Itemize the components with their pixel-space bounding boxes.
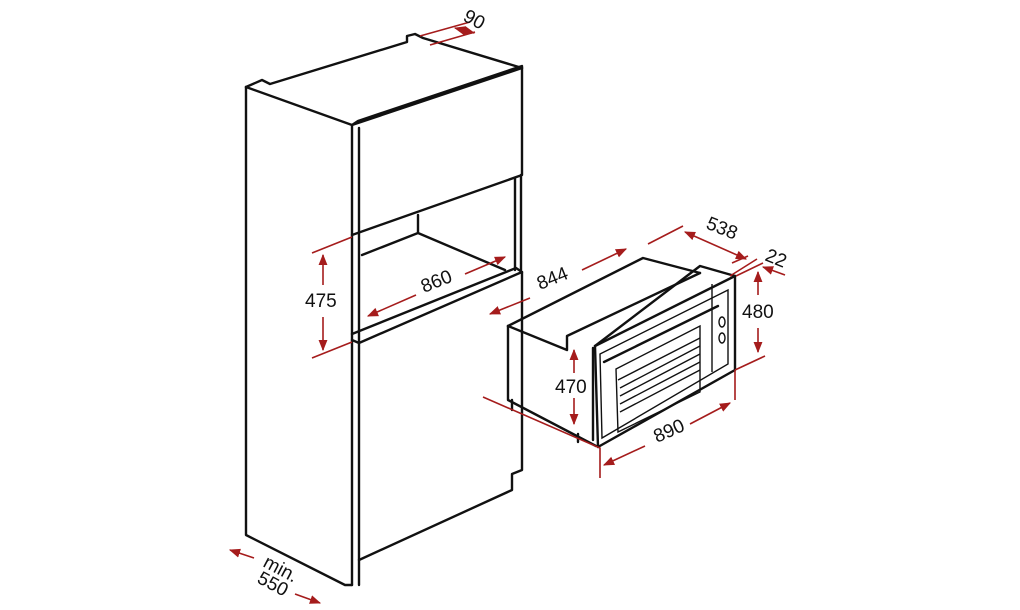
dim-label-480: 480 xyxy=(742,302,774,323)
dim-label-844: 844 xyxy=(534,263,572,295)
oven-rack-icon xyxy=(617,337,701,413)
oven-body-side xyxy=(506,324,598,448)
dim-label-890: 890 xyxy=(650,415,688,447)
oven xyxy=(506,256,737,449)
oven-window xyxy=(615,324,701,434)
oven-front-panel xyxy=(593,264,737,449)
dim-label-475: 475 xyxy=(305,291,337,312)
upper-panel xyxy=(350,64,524,237)
dim-label-470: 470 xyxy=(555,377,587,398)
cabinet-top-front xyxy=(244,66,524,127)
oven-top-front xyxy=(506,271,702,352)
oven-door xyxy=(599,288,729,440)
control-knob-icon xyxy=(718,316,726,328)
lower-panel xyxy=(357,270,524,562)
cabinet-side-panel xyxy=(244,85,354,587)
dim-label-860: 860 xyxy=(418,266,455,297)
oven-top-back xyxy=(506,256,702,328)
dim-label-538: 538 xyxy=(703,213,740,244)
dimension-lines xyxy=(228,21,786,604)
control-knob-icon xyxy=(718,332,726,344)
oven-handle-icon xyxy=(602,304,720,364)
niche-right-stile xyxy=(513,173,523,272)
cabinet xyxy=(244,32,524,587)
cabinet-top-back xyxy=(244,32,524,89)
cabinet-front-stile xyxy=(350,123,361,587)
